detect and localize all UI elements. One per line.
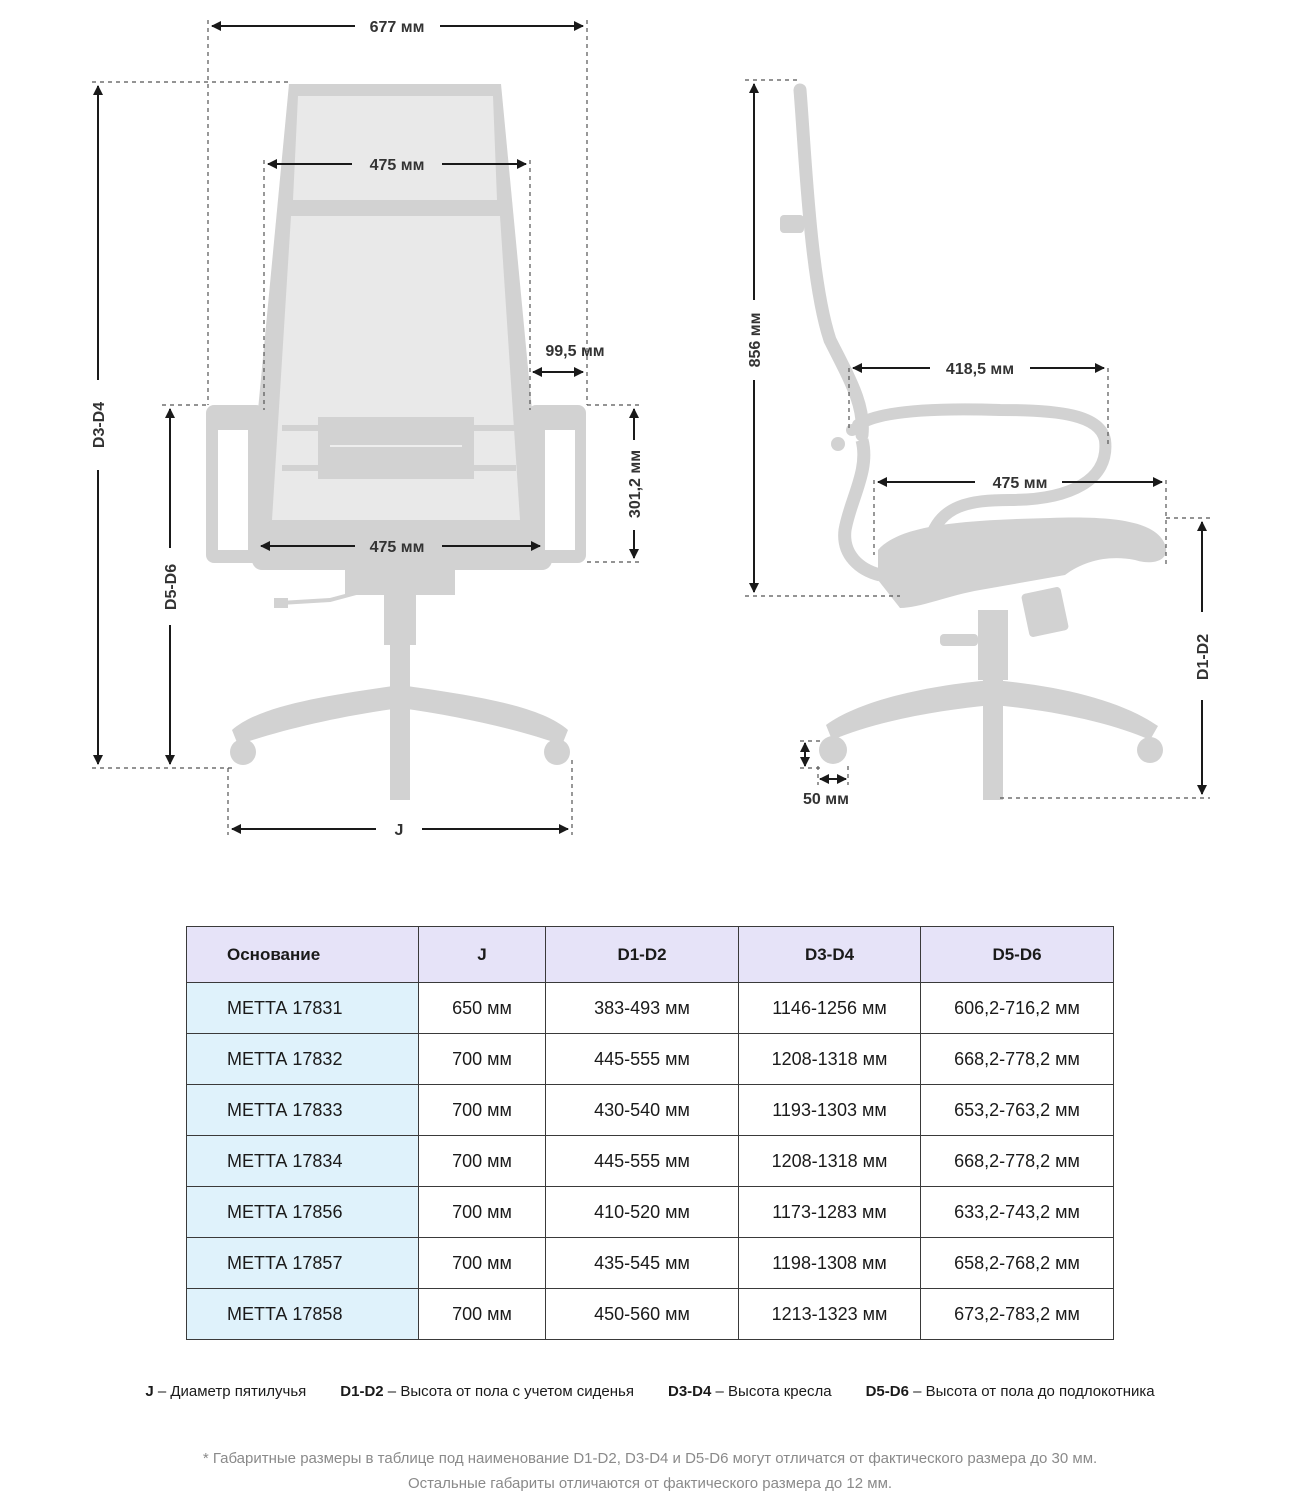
cell-j: 650 мм <box>418 982 546 1034</box>
cell-d5-d6: 668,2-778,2 мм <box>920 1033 1114 1085</box>
cell-j: 700 мм <box>418 1135 546 1187</box>
cell-base: МЕТТА 17834 <box>186 1135 419 1187</box>
cell-d3-d4: 1198-1308 мм <box>738 1237 921 1289</box>
base-diameter-label: J <box>395 822 404 839</box>
legend-item-d1-d2: D1-D2 – Высота от пола с учетом сиденья <box>340 1383 634 1400</box>
header-j: J <box>418 926 546 983</box>
seat-floor-height-label: D1-D2 <box>1195 634 1212 680</box>
front-view-chair <box>206 84 586 800</box>
cell-d3-d4: 1173-1283 мм <box>738 1186 921 1238</box>
cell-j: 700 мм <box>418 1186 546 1238</box>
cell-d1-d2: 445-555 мм <box>545 1033 739 1085</box>
cell-base: МЕТТА 17857 <box>186 1237 419 1289</box>
armrest-offset-label: 99,5 мм <box>545 343 604 360</box>
cell-d3-d4: 1213-1323 мм <box>738 1288 921 1340</box>
cell-d5-d6: 633,2-743,2 мм <box>920 1186 1114 1238</box>
dimension-labels: 677 мм 475 мм 99,5 мм 301,2 мм 475 мм D3… <box>91 19 1212 839</box>
back-height-label: 856 мм <box>747 313 764 368</box>
cell-d5-d6: 673,2-783,2 мм <box>920 1288 1114 1340</box>
table-row: МЕТТА 17857 700 мм 435-545 мм 1198-1308 … <box>186 1237 1114 1289</box>
cell-base: МЕТТА 17833 <box>186 1084 419 1136</box>
cell-d3-d4: 1208-1318 мм <box>738 1033 921 1085</box>
overall-height-label: D3-D4 <box>91 402 108 448</box>
table-row: МЕТТА 17832 700 мм 445-555 мм 1208-1318 … <box>186 1033 1114 1085</box>
cell-base: МЕТТА 17832 <box>186 1033 419 1085</box>
backrest-width-label: 475 мм <box>370 157 425 174</box>
cell-d1-d2: 445-555 мм <box>545 1135 739 1187</box>
header-d3-d4: D3-D4 <box>738 926 921 983</box>
chair-dimension-diagram: 677 мм 475 мм 99,5 мм 301,2 мм 475 мм D3… <box>91 19 1212 839</box>
cell-base: МЕТТА 17831 <box>186 982 419 1034</box>
cell-d3-d4: 1193-1303 мм <box>738 1084 921 1136</box>
cell-d5-d6: 668,2-778,2 мм <box>920 1135 1114 1187</box>
cell-d1-d2: 410-520 мм <box>545 1186 739 1238</box>
cell-j: 700 мм <box>418 1288 546 1340</box>
spec-table: Основание J D1-D2 D3-D4 D5-D6 МЕТТА 1783… <box>186 926 1114 1340</box>
table-header-row: Основание J D1-D2 D3-D4 D5-D6 <box>186 926 1114 983</box>
armrest-floor-height-label: D5-D6 <box>163 564 180 610</box>
cell-d5-d6: 653,2-763,2 мм <box>920 1084 1114 1136</box>
footnote-line-1: * Габаритные размеры в таблице под наиме… <box>202 1450 1098 1467</box>
cell-d5-d6: 606,2-716,2 мм <box>920 982 1114 1034</box>
side-view-chair <box>780 83 1167 800</box>
legend: J – Диаметр пятилучья D1-D2 – Высота от … <box>0 1383 1300 1400</box>
armrest-depth-label: 418,5 мм <box>946 361 1014 378</box>
caster-label: 50 мм <box>803 791 849 808</box>
armrest-height-label: 301,2 мм <box>627 450 644 518</box>
table-row: МЕТТА 17856 700 мм 410-520 мм 1173-1283 … <box>186 1186 1114 1238</box>
front-view-dimensions <box>92 20 640 835</box>
legend-item-d5-d6: D5-D6 – Высота от пола до подлокотника <box>865 1383 1155 1400</box>
header-base: Основание <box>186 926 419 983</box>
footnote-line-2: Остальные габариты отличаются от фактиче… <box>407 1475 893 1492</box>
cell-d3-d4: 1146-1256 мм <box>738 982 921 1034</box>
table-row: МЕТТА 17834 700 мм 445-555 мм 1208-1318 … <box>186 1135 1114 1187</box>
legend-item-d3-d4: D3-D4 – Высота кресла <box>668 1383 832 1400</box>
cell-d1-d2: 430-540 мм <box>545 1084 739 1136</box>
cell-d1-d2: 435-545 мм <box>545 1237 739 1289</box>
cell-base: МЕТТА 17858 <box>186 1288 419 1340</box>
header-d1-d2: D1-D2 <box>545 926 739 983</box>
cell-d5-d6: 658,2-768,2 мм <box>920 1237 1114 1289</box>
table-row: МЕТТА 17831 650 мм 383-493 мм 1146-1256 … <box>186 982 1114 1034</box>
legend-item-j: J – Диаметр пятилучья <box>145 1383 307 1400</box>
cell-d1-d2: 450-560 мм <box>545 1288 739 1340</box>
front-width-label: 677 мм <box>370 19 425 36</box>
cell-j: 700 мм <box>418 1237 546 1289</box>
cell-base: МЕТТА 17856 <box>186 1186 419 1238</box>
table-row: МЕТТА 17858 700 мм 450-560 мм 1213-1323 … <box>186 1288 1114 1340</box>
cell-d3-d4: 1208-1318 мм <box>738 1135 921 1187</box>
header-d5-d6: D5-D6 <box>920 926 1114 983</box>
seat-depth-label: 475 мм <box>993 475 1048 492</box>
table-row: МЕТТА 17833 700 мм 430-540 мм 1193-1303 … <box>186 1084 1114 1136</box>
seat-width-label: 475 мм <box>370 539 425 556</box>
footnote: * Габаритные размеры в таблице под наиме… <box>0 1446 1300 1496</box>
side-view-dimensions <box>745 79 1210 799</box>
cell-d1-d2: 383-493 мм <box>545 982 739 1034</box>
cell-j: 700 мм <box>418 1084 546 1136</box>
cell-j: 700 мм <box>418 1033 546 1085</box>
